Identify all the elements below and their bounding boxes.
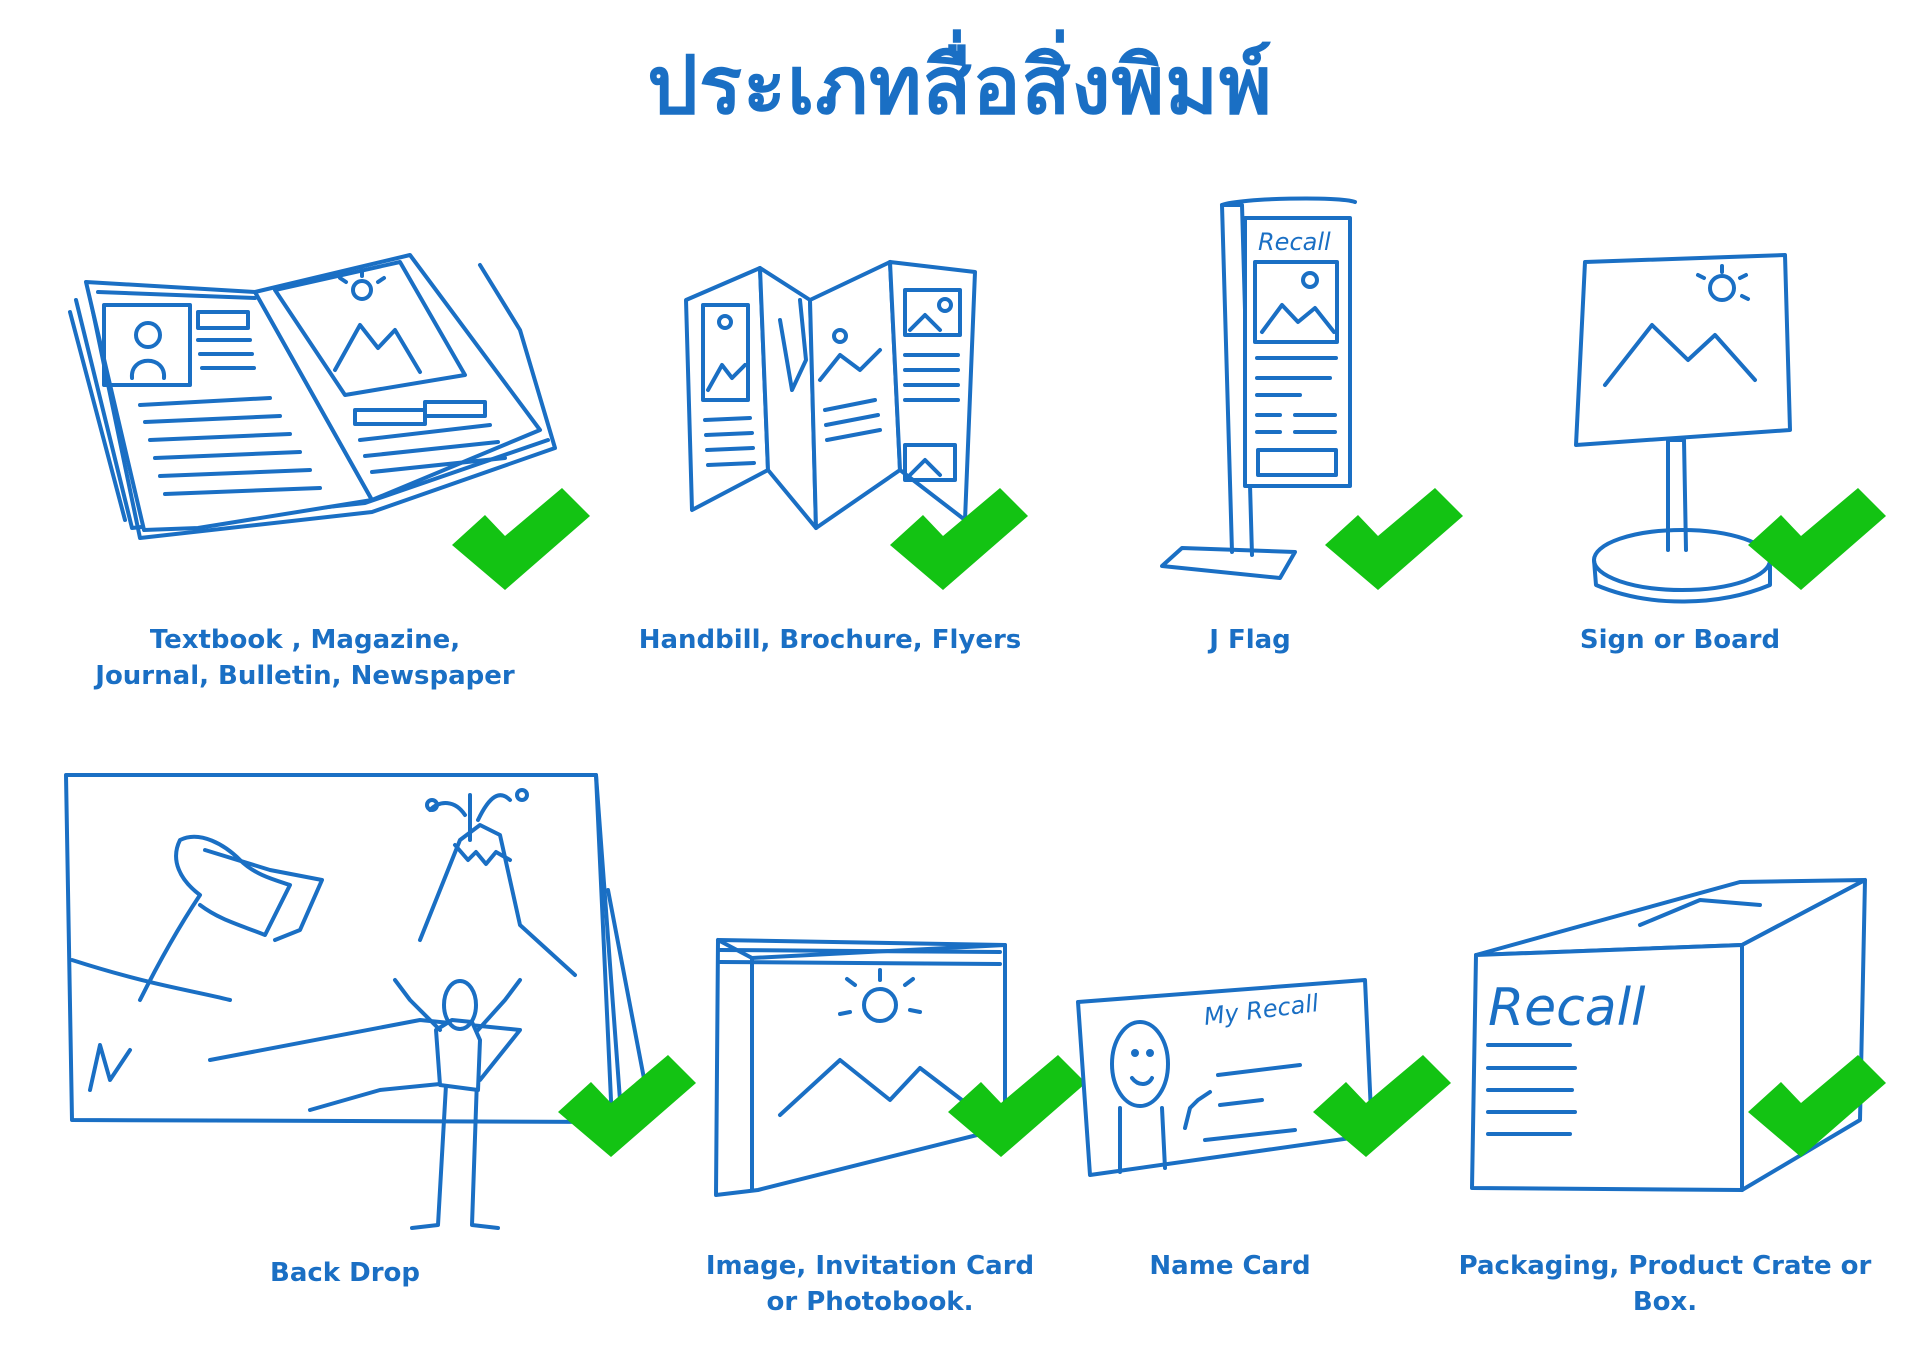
check-icon bbox=[1313, 1055, 1451, 1157]
check-icon bbox=[1325, 488, 1463, 590]
label-textbook-magazine: Textbook , Magazine,Journal, Bulletin, N… bbox=[95, 625, 515, 691]
backdrop-icon bbox=[64, 773, 696, 1230]
packaging-box-icon: Recall bbox=[1470, 878, 1886, 1192]
label-handbill-brochure: Handbill, Brochure, Flyers bbox=[638, 625, 1022, 655]
name-card-icon: My Recall bbox=[1076, 978, 1451, 1177]
check-icon bbox=[1748, 488, 1886, 590]
page-title: ประเภทสื่อสิ่งพิมพ์ bbox=[647, 39, 1273, 132]
check-icon bbox=[1748, 1055, 1886, 1157]
label-packaging: Packaging, Product Crate or Box. bbox=[1458, 1251, 1872, 1317]
label-sign-board: Sign or Board bbox=[1579, 625, 1781, 655]
check-icon bbox=[948, 1055, 1086, 1157]
check-icon bbox=[452, 488, 590, 590]
sign-board-icon bbox=[1574, 253, 1886, 604]
label-j-flag: J Flag bbox=[1209, 625, 1291, 655]
label-name-card: Name Card bbox=[1149, 1251, 1311, 1281]
svg-text:Recall: Recall bbox=[1258, 228, 1331, 256]
check-icon bbox=[558, 1055, 696, 1157]
photobook-icon bbox=[714, 938, 1086, 1197]
j-flag-icon: Recall bbox=[1160, 196, 1463, 590]
brochure-icon bbox=[684, 260, 1028, 590]
svg-text:Recall: Recall bbox=[1488, 978, 1646, 1038]
check-icon bbox=[890, 488, 1028, 590]
newspaper-magazine-icon bbox=[68, 253, 590, 590]
label-back-drop: Back Drop bbox=[270, 1258, 420, 1288]
